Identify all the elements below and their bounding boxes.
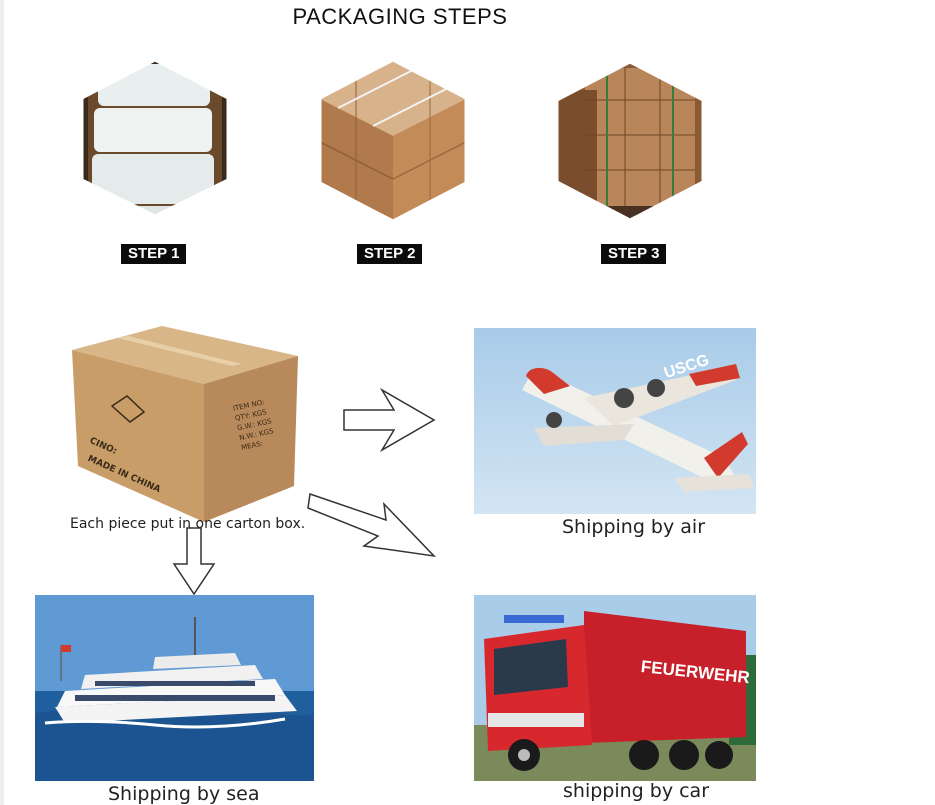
sea-shipping-image bbox=[35, 595, 314, 781]
step-1-image bbox=[80, 58, 230, 218]
air-caption: Shipping by air bbox=[562, 516, 706, 538]
step-3-label: STEP 3 bbox=[601, 244, 667, 264]
arrow-right-icon bbox=[342, 388, 437, 452]
step-1-label: STEP 1 bbox=[121, 244, 187, 264]
step-3-image bbox=[555, 60, 705, 222]
carton-caption: Each piece put in one carton box. bbox=[70, 516, 306, 532]
sea-caption: Shipping by sea bbox=[108, 783, 260, 805]
page-title: PACKAGING STEPS bbox=[292, 4, 508, 29]
page-edge bbox=[0, 0, 4, 805]
car-caption: shipping by car bbox=[563, 780, 710, 802]
car-shipping-image: FEUERWEHR bbox=[474, 595, 756, 781]
step-2-label: STEP 2 bbox=[357, 244, 423, 264]
carton-box-image: CINO: MADE IN CHINA ITEM NO: QTY: KGS G.… bbox=[72, 326, 300, 522]
air-shipping-image: USCG bbox=[474, 328, 756, 514]
arrow-diagonal-icon bbox=[306, 490, 438, 562]
arrow-down-icon bbox=[170, 526, 218, 598]
step-2-image bbox=[318, 58, 468, 223]
